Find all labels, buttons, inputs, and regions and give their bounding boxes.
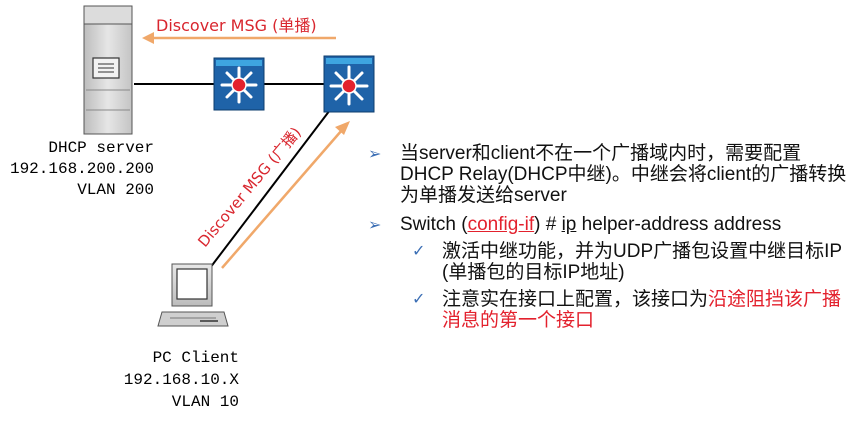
bullet-relay-text: 当server和client不在一个广播域内时，需要配置DHCP Relay(D… [400, 143, 847, 206]
link-switch2-client [209, 109, 331, 269]
cmd-prompt: ) # [534, 214, 562, 235]
check-bullet-icon: ✓ [412, 243, 426, 260]
sub-activate-text: 激活中继功能，并为UDP广播包设置中继目标IP (单播包的目标IP地址) [442, 241, 842, 283]
cmd-mode: config-if [467, 214, 535, 235]
client-name-label: PC Client [153, 349, 239, 367]
cmd-prefix: Switch ( [400, 214, 468, 235]
check-bullet-icon: ✓ [412, 291, 426, 308]
server-tower-icon [83, 5, 133, 135]
sub-bullet-activate: ✓ 激活中继功能，并为UDP广播包设置中继目标IP (单播包的目标IP地址) [368, 241, 848, 283]
layer3-switch-icon [213, 57, 265, 111]
client-vlan-label: VLAN 10 [172, 393, 239, 411]
client-ip-label: 192.168.10.X [124, 371, 240, 389]
sub-interface-text: 注意实在接口上配置，该接口为 [442, 289, 709, 310]
desktop-computer-icon [157, 263, 229, 327]
cmd-ip: ip [561, 214, 577, 235]
unicast-arrow [142, 32, 336, 44]
sub-interface-highlight: 沿途阻挡该广播消息的第一个接口 [442, 289, 842, 331]
bullet-helper-command: ➢ Switch (config-if) # ip helper-address… [368, 214, 848, 331]
server-ip-label: 192.168.200.200 [10, 160, 154, 178]
sub-bullet-interface: ✓ 注意实在接口上配置，该接口为沿途阻挡该广播消息的第一个接口 [368, 289, 848, 331]
arrow-bullet-icon: ➢ [368, 217, 382, 234]
explanation-bullets: ➢ 当server和client不在一个广播域内时，需要配置DHCP Relay… [368, 143, 848, 339]
unicast-msg-label: Discover MSG (单播) [156, 16, 317, 35]
cmd-rest: helper-address address [576, 214, 782, 235]
broadcast-arrow [221, 121, 350, 269]
bullet-relay-needed: ➢ 当server和client不在一个广播域内时，需要配置DHCP Relay… [368, 143, 848, 206]
server-vlan-label: VLAN 200 [77, 181, 154, 199]
broadcast-msg-label: Discover MSG (广播) [194, 124, 305, 251]
layer3-switch-icon [323, 55, 375, 113]
server-name-label: DHCP server [48, 139, 154, 157]
arrow-bullet-icon: ➢ [368, 146, 382, 163]
